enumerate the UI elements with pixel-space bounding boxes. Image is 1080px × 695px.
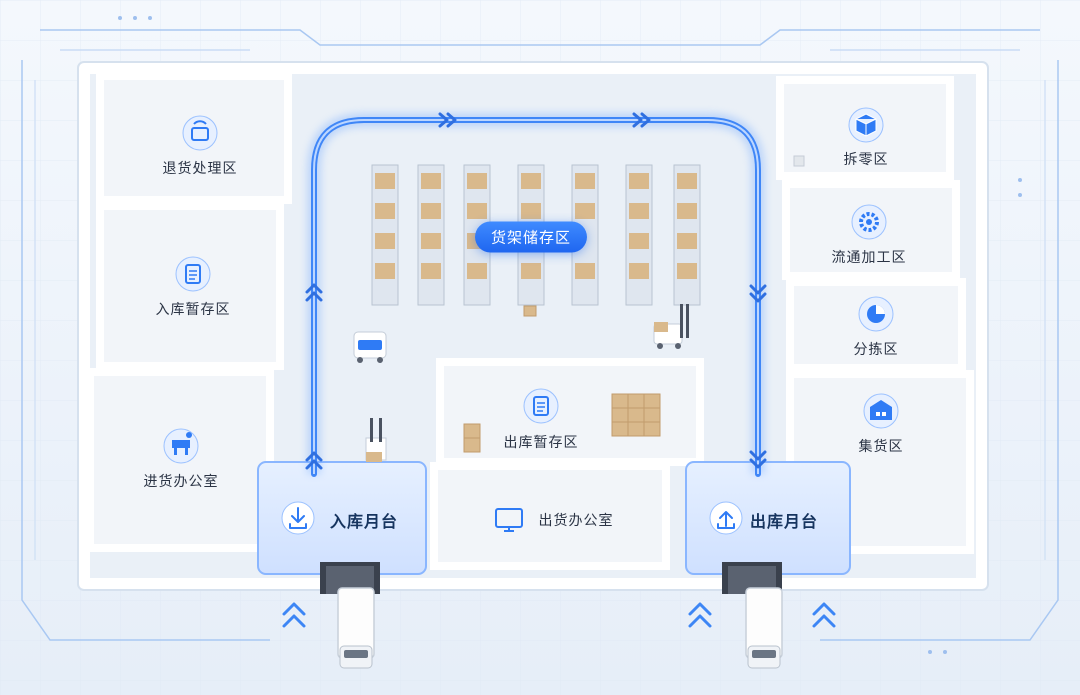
forklift-right — [653, 304, 689, 349]
label-returns: 退货处理区 — [162, 161, 238, 177]
label-unpacking: 拆零区 — [843, 152, 889, 168]
flow-path-highlight — [313, 119, 759, 474]
cube-icon — [848, 107, 884, 143]
label-rack-storage: 货架储存区 — [474, 221, 588, 253]
download-icon — [281, 501, 315, 535]
rack — [371, 164, 399, 306]
rack — [673, 164, 701, 306]
rack — [417, 164, 445, 306]
label-inbound-staging: 入库暂存区 — [155, 302, 231, 318]
returns-icon — [182, 115, 218, 151]
gear-icon — [851, 204, 887, 240]
pallet-boxes — [463, 155, 805, 453]
tech-dots — [118, 16, 1022, 654]
label-sorting: 分拣区 — [853, 342, 899, 358]
clipboard-icon — [175, 256, 211, 292]
tech-frame — [21, 29, 1059, 641]
rack — [625, 164, 653, 306]
upload-icon — [709, 501, 743, 535]
label-consolidation: 集货区 — [858, 439, 904, 455]
warehouse-icon — [863, 393, 899, 429]
storage-racks — [371, 164, 701, 306]
label-inbound-dock: 入库月台 — [330, 512, 399, 531]
label-processing: 流通加工区 — [831, 250, 907, 266]
center-rooms — [430, 358, 704, 570]
clipboard-icon-outbound — [523, 388, 559, 424]
truck-inbound — [337, 587, 375, 669]
pie-chart-icon — [858, 296, 894, 332]
truck-outbound — [745, 587, 783, 669]
label-shipping-office: 出货办公室 — [538, 513, 614, 529]
label-outbound-staging: 出库暂存区 — [503, 435, 579, 451]
office-desk-icon — [163, 428, 199, 464]
up-chevrons — [282, 602, 836, 628]
label-receiving-office: 进货办公室 — [143, 474, 219, 490]
room-shipping-office — [430, 462, 670, 570]
agv-robot — [353, 331, 387, 363]
label-outbound-dock: 出库月台 — [750, 512, 819, 531]
forklift-inbound — [365, 418, 387, 462]
flow-chevrons — [305, 112, 767, 470]
monitor-icon — [495, 508, 523, 532]
